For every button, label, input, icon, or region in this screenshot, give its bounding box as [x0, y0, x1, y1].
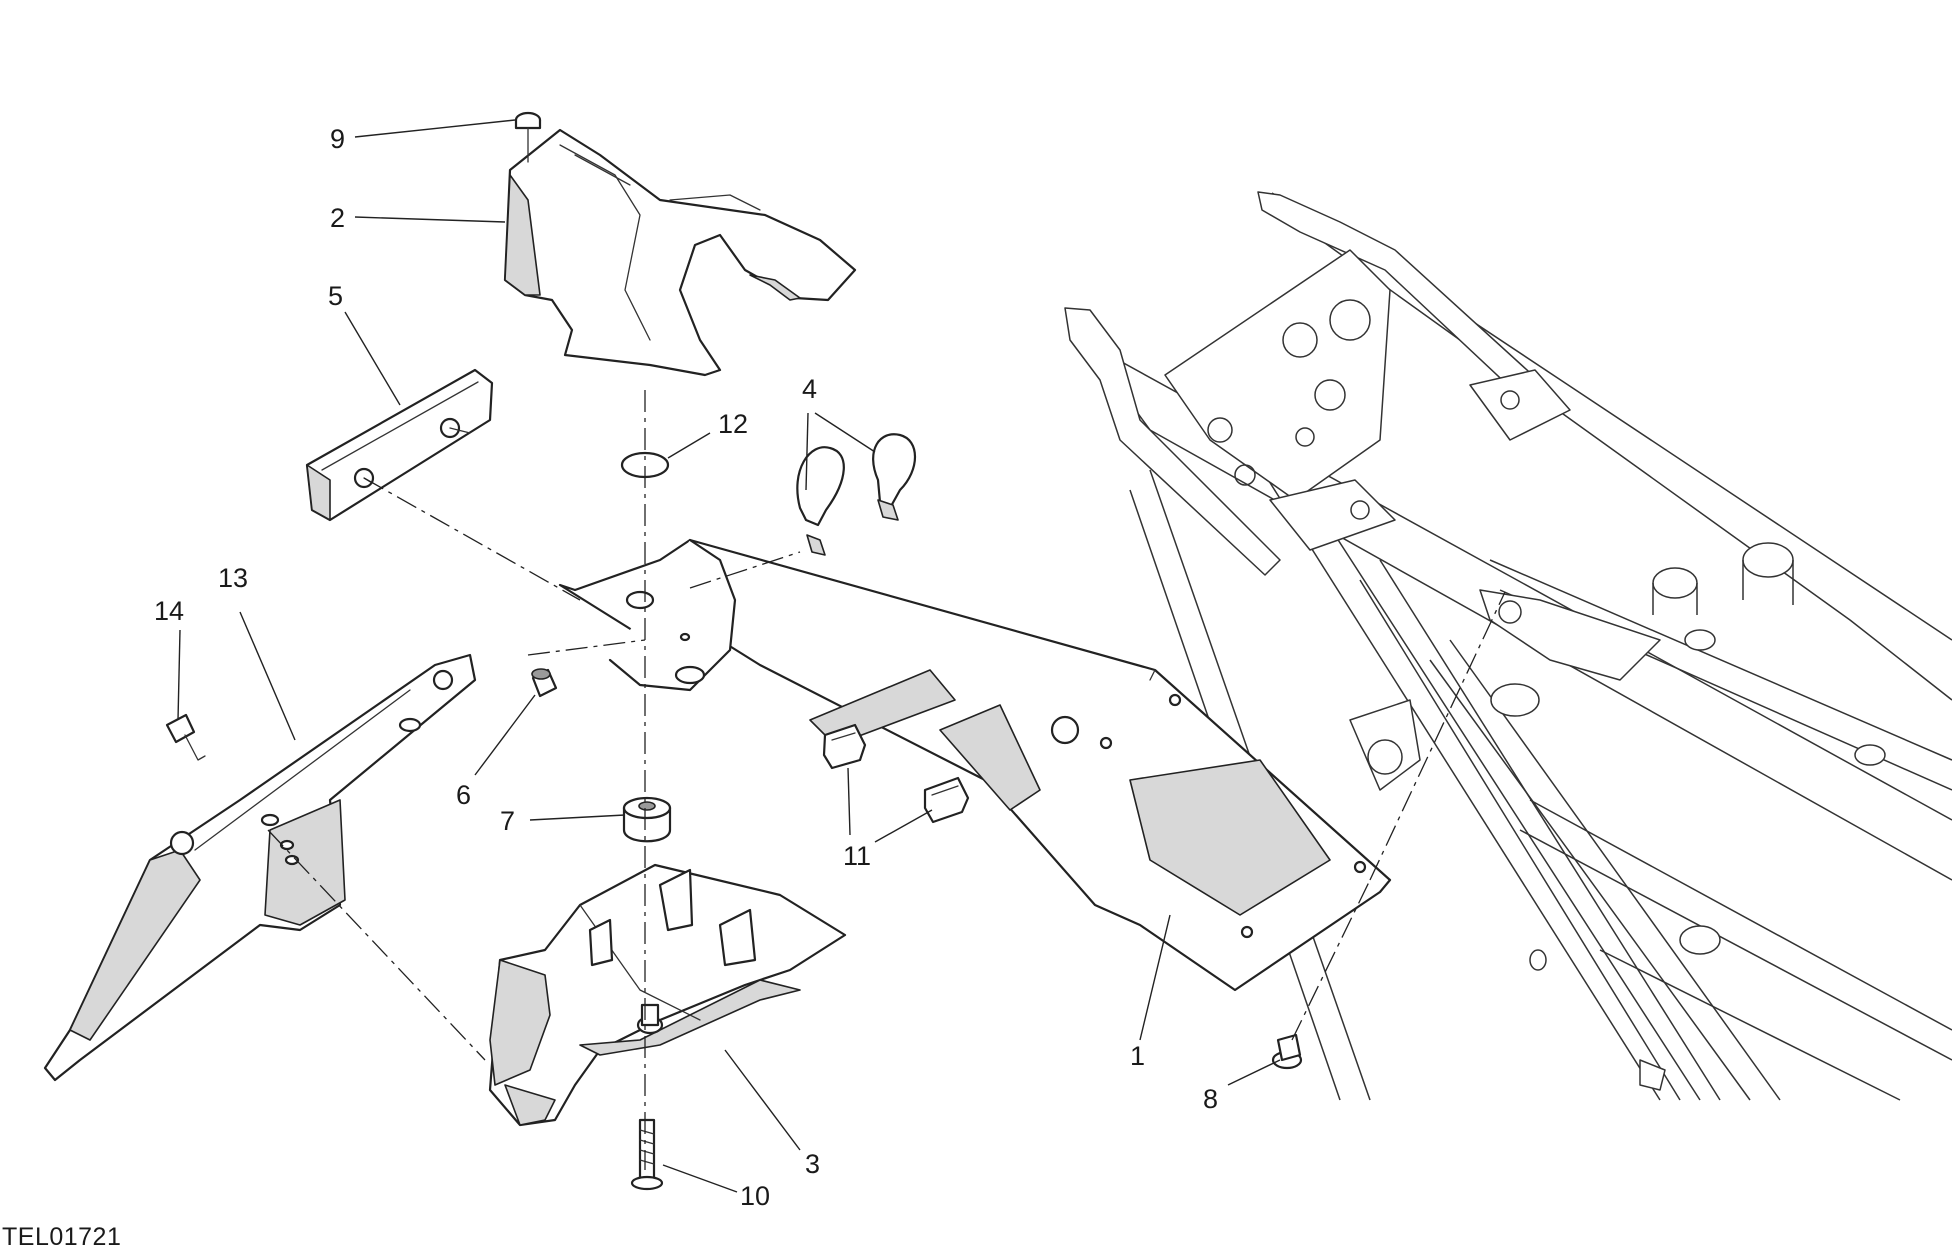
- callout-5: 5: [328, 281, 343, 311]
- callout-12: 12: [718, 409, 748, 439]
- part-5-reflector: [305, 368, 494, 522]
- part-2-tail-cover: [503, 128, 857, 377]
- callout-8: 8: [1203, 1084, 1218, 1114]
- part-9-screw: [514, 111, 542, 163]
- callout-9: 9: [330, 124, 345, 154]
- part-11-cable-clips: [822, 723, 970, 824]
- callout-14: 14: [154, 596, 184, 626]
- part-3-plate-holder: [488, 863, 847, 1127]
- callout-7: 7: [500, 806, 515, 836]
- part-4-clamps: [796, 433, 916, 556]
- part-6-spacer: [531, 668, 558, 698]
- assembly-axes: [267, 390, 1506, 1170]
- callout-labels: 9 2 5 12 4 13 14 6 7 11 1 8 3 10: [154, 124, 1218, 1211]
- drawing-reference-code: TEL01721: [2, 1223, 121, 1246]
- part-13-plate-mount: [43, 653, 477, 1082]
- part-1-plate-holder-bracket: [558, 538, 1392, 992]
- callout-1: 1: [1130, 1041, 1145, 1071]
- callout-13: 13: [218, 563, 248, 593]
- part-10-screw: [630, 1118, 664, 1191]
- part-14-screw: [165, 713, 206, 761]
- part-8-screw: [1271, 1033, 1303, 1070]
- part-7-grommet: [622, 796, 672, 843]
- leader-lines: [177, 119, 1281, 1193]
- callout-6: 6: [456, 780, 471, 810]
- callout-4: 4: [802, 374, 817, 404]
- callout-11: 11: [843, 841, 871, 871]
- callout-2: 2: [330, 203, 345, 233]
- rear-subframe: [1064, 191, 1952, 1101]
- callout-10: 10: [740, 1181, 770, 1211]
- callout-3: 3: [805, 1149, 820, 1179]
